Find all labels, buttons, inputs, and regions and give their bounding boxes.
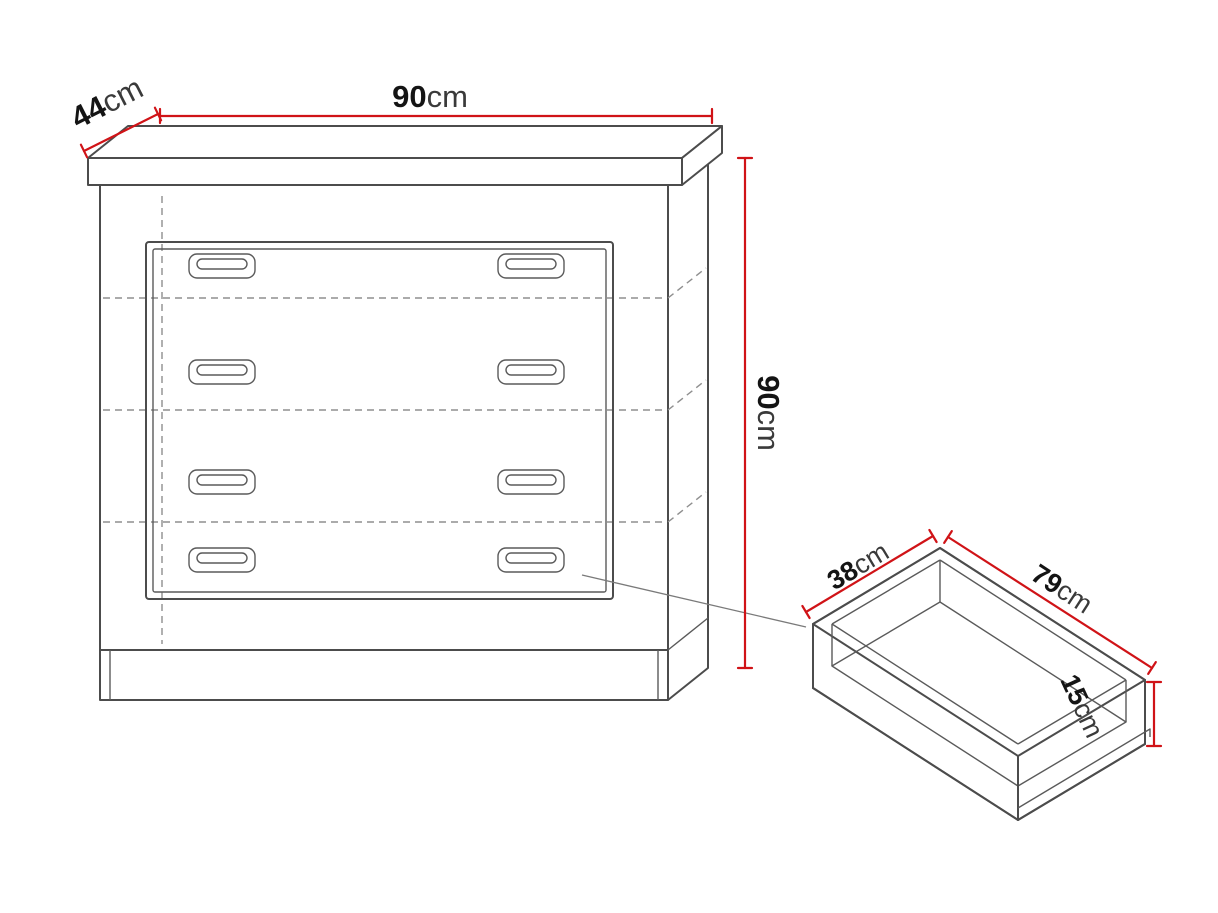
- extracted-drawer: [812, 547, 1151, 821]
- drawer-handles: [188, 253, 565, 573]
- drawer-handle: [188, 253, 256, 279]
- drawer-handle: [497, 547, 565, 573]
- cabinet-dashed-lines: [103, 196, 707, 644]
- drawer-rail-detail: [1017, 728, 1151, 809]
- drawer-stack-frame: [145, 241, 614, 600]
- drawer-handle: [497, 469, 565, 495]
- cabinet-height-label: 90cm: [751, 375, 786, 451]
- drawer-handle: [497, 359, 565, 385]
- cabinet-drawing: [87, 125, 723, 701]
- drawer-silhouette: [812, 547, 1146, 821]
- cabinet-right-face: [667, 152, 709, 701]
- drawer-handle: [188, 547, 256, 573]
- drawer-handle: [188, 469, 256, 495]
- cabinet-plinth: [99, 617, 709, 700]
- leader-line: [581, 574, 807, 628]
- dimension-cabinet-height: 90cm: [736, 156, 786, 670]
- drawer-handle: [497, 253, 565, 279]
- cabinet-width-label: 90cm: [392, 79, 468, 114]
- cabinet-front-face: [99, 184, 669, 701]
- drawer-handle: [188, 359, 256, 385]
- dimension-cabinet-width: 90cm: [158, 79, 714, 125]
- cabinet-top-slab: [87, 125, 723, 186]
